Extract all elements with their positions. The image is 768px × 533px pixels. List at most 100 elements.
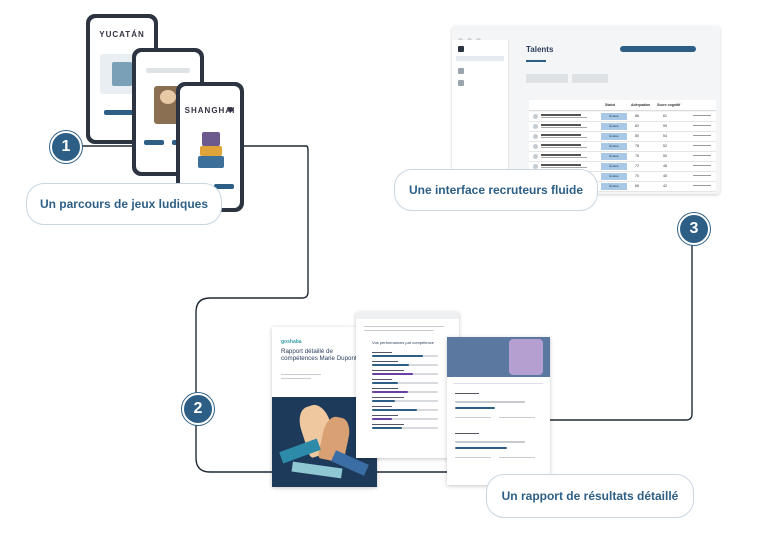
status-badge: Évalué xyxy=(601,153,627,160)
recruiter-sidebar xyxy=(452,40,509,194)
competency-label xyxy=(372,415,398,416)
row-date xyxy=(693,145,711,146)
row-adequation: 75 xyxy=(635,154,639,158)
step-1-marker: 1 xyxy=(50,131,82,163)
table-row[interactable]: Évalué 82 59 xyxy=(529,122,716,132)
competency-bar-track xyxy=(372,427,438,429)
table-row[interactable]: Évalué 86 61 xyxy=(529,112,716,122)
table-row[interactable]: Évalué 80 54 xyxy=(529,132,716,142)
row-name xyxy=(541,154,581,156)
row-adequation: 82 xyxy=(635,124,639,128)
competency-bar-track xyxy=(372,400,438,402)
row-adequation: 68 xyxy=(635,184,639,188)
row-score: 50 xyxy=(663,154,667,158)
recruiter-interface: Talents Statut Adéquation Score cognitif… xyxy=(452,26,720,194)
status-badge: Évalué xyxy=(601,183,627,190)
row-date xyxy=(693,165,711,166)
competency-label xyxy=(372,397,404,398)
status-badge: Évalué xyxy=(601,123,627,130)
table-row[interactable]: Évalué 72 48 xyxy=(529,162,716,172)
row-email xyxy=(541,127,587,128)
row-adequation: 80 xyxy=(635,134,639,138)
competency-bar-fill xyxy=(372,382,399,384)
job-selector[interactable] xyxy=(620,46,696,52)
row-name xyxy=(541,124,581,126)
row-score: 59 xyxy=(663,124,667,128)
competency-bar-fill xyxy=(372,364,409,366)
row-name xyxy=(541,134,581,136)
status-badge: Évalué xyxy=(601,163,627,170)
step-1-label: Un parcours de jeux ludiques xyxy=(26,183,222,225)
competency-bar-track xyxy=(372,418,438,420)
status-badge: Évalué xyxy=(601,143,627,150)
row-date xyxy=(693,135,711,136)
recruiter-main: Talents Statut Adéquation Score cognitif… xyxy=(512,40,716,194)
row-adequation: 78 xyxy=(635,144,639,148)
row-score: 54 xyxy=(663,134,667,138)
col-statut: Statut xyxy=(605,103,615,107)
phone-title: YUCATÁN xyxy=(99,30,145,39)
report-detail-page xyxy=(447,337,550,485)
competency-label xyxy=(372,370,404,371)
col-adequation: Adéquation xyxy=(631,103,651,107)
row-date xyxy=(693,185,711,186)
status-badge: Évalué xyxy=(601,173,627,180)
competency-bar-track xyxy=(372,382,438,384)
row-adequation: 86 xyxy=(635,114,639,118)
row-score: 42 xyxy=(663,184,667,188)
row-avatar xyxy=(533,154,538,159)
recruiter-title: Talents xyxy=(526,45,554,54)
competency-label xyxy=(372,388,398,389)
row-date xyxy=(693,115,711,116)
table-row[interactable]: Évalué 75 50 xyxy=(529,152,716,162)
row-email xyxy=(541,147,587,148)
competency-label xyxy=(372,424,404,425)
row-adequation: 70 xyxy=(635,174,639,178)
step-3-label: Une interface recruteurs fluide xyxy=(394,169,598,211)
competency-label xyxy=(372,361,398,362)
table-row[interactable]: Évalué 78 52 xyxy=(529,142,716,152)
row-name xyxy=(541,114,581,116)
report-section-title: Vos performances par compétence xyxy=(372,340,435,345)
phone-title: SHANGHAI xyxy=(184,106,236,115)
report-competencies-page: Vos performances par compétence xyxy=(356,312,459,458)
competency-bar-fill xyxy=(372,400,396,402)
step-2-label: Un rapport de résultats détaillé xyxy=(486,474,694,518)
competency-bar-fill xyxy=(372,427,403,429)
competency-label xyxy=(372,352,392,353)
row-score: 45 xyxy=(663,174,667,178)
row-email xyxy=(541,167,587,168)
status-badge: Évalué xyxy=(601,133,627,140)
col-score: Score cognitif xyxy=(657,103,681,107)
step-3-marker: 3 xyxy=(678,213,710,245)
competency-bar-fill xyxy=(372,418,392,420)
competency-bar-fill xyxy=(372,409,417,411)
row-name xyxy=(541,164,581,166)
competency-bar-fill xyxy=(372,373,413,375)
row-score: 52 xyxy=(663,144,667,148)
competency-bar-fill xyxy=(372,391,409,393)
row-name xyxy=(541,144,581,146)
row-avatar xyxy=(533,144,538,149)
status-badge: Évalué xyxy=(601,113,627,120)
row-avatar xyxy=(533,124,538,129)
row-score: 48 xyxy=(663,164,667,168)
row-adequation: 72 xyxy=(635,164,639,168)
row-email xyxy=(541,117,587,118)
filter-button[interactable] xyxy=(526,74,568,83)
bulk-action-button[interactable] xyxy=(572,74,608,83)
row-email xyxy=(541,137,587,138)
row-avatar xyxy=(533,114,538,119)
competency-label xyxy=(372,406,392,407)
row-score: 61 xyxy=(663,114,667,118)
table-header: Statut Adéquation Score cognitif xyxy=(529,100,716,111)
report-title: Rapport détaillé de compétences Marie Du… xyxy=(281,348,357,362)
competency-label xyxy=(372,379,392,380)
row-date xyxy=(693,155,711,156)
row-avatar xyxy=(533,164,538,169)
row-email xyxy=(541,157,587,158)
row-date xyxy=(693,125,711,126)
report-brand: goshaba xyxy=(281,339,302,345)
row-date xyxy=(693,175,711,176)
